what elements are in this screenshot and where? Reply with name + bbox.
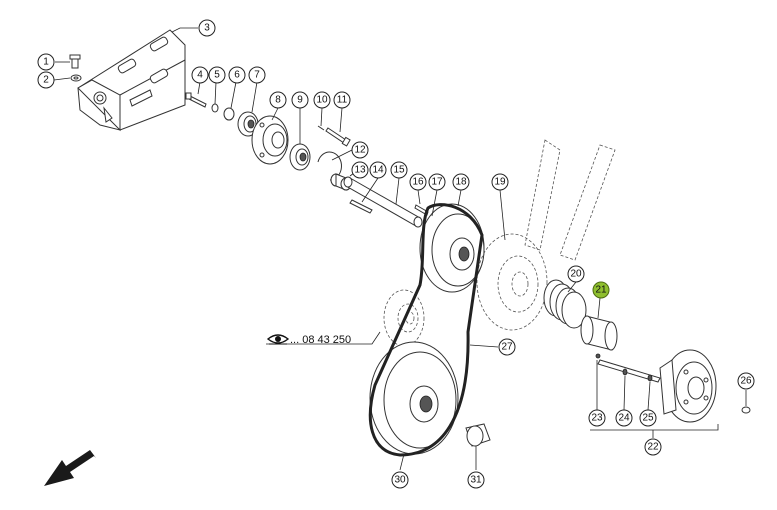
spring-part: [543, 279, 587, 329]
callout-21[interactable]: 21: [592, 281, 610, 299]
washer-part: [70, 74, 82, 82]
collar-part: [465, 423, 491, 447]
callout-27-label: 27: [501, 342, 513, 353]
callout-9[interactable]: 9: [291, 91, 309, 109]
callout-10-label: 10: [316, 95, 328, 106]
callout-31-label: 31: [470, 475, 482, 486]
callout-26[interactable]: 26: [737, 372, 755, 390]
key-part: [349, 199, 373, 214]
callout-2-label: 2: [43, 75, 49, 86]
callout-30-label: 30: [394, 475, 406, 486]
callout-7[interactable]: 7: [248, 66, 266, 84]
callout-26-label: 26: [740, 376, 752, 387]
sleeve-part: [580, 315, 618, 351]
callout-31[interactable]: 31: [467, 471, 485, 489]
callout-17-label: 17: [431, 177, 443, 188]
screw-part: [185, 92, 207, 108]
callout-4-label: 4: [197, 70, 203, 81]
callout-20-label: 20: [570, 269, 582, 280]
callout-2[interactable]: 2: [37, 71, 55, 89]
callout-8-label: 8: [275, 95, 281, 106]
bolt-part: [69, 54, 81, 69]
callout-30[interactable]: 30: [391, 471, 409, 489]
direction-arrow-icon: [44, 450, 96, 486]
callout-23[interactable]: 23: [588, 409, 606, 427]
callout-25[interactable]: 25: [639, 409, 657, 427]
callout-27[interactable]: 27: [498, 338, 516, 356]
callout-3[interactable]: 3: [198, 19, 216, 37]
callout-14[interactable]: 14: [369, 161, 387, 179]
reference-callout[interactable]: ... 08 43 250: [266, 334, 351, 346]
callout-5[interactable]: 5: [208, 66, 226, 84]
callout-18-label: 18: [455, 177, 467, 188]
shaft-part: [343, 176, 423, 228]
callout-18[interactable]: 18: [452, 173, 470, 191]
bracket-part: [77, 29, 186, 132]
washer-part: [211, 103, 219, 113]
flange-part: [251, 115, 289, 165]
callout-11[interactable]: 11: [333, 91, 351, 109]
callout-25-label: 25: [642, 413, 654, 424]
callout-22[interactable]: 22: [644, 438, 662, 456]
callout-13[interactable]: 13: [351, 161, 369, 179]
callout-19[interactable]: 19: [491, 173, 509, 191]
callout-15-label: 15: [393, 165, 405, 176]
callout-24[interactable]: 24: [615, 409, 633, 427]
callout-10[interactable]: 10: [313, 91, 331, 109]
callout-1-label: 1: [43, 57, 49, 68]
belt-part: [368, 203, 484, 457]
callout-14-label: 14: [372, 165, 384, 176]
o-ring-part: [741, 406, 751, 414]
callout-1[interactable]: 1: [37, 53, 55, 71]
callout-3-label: 3: [204, 23, 210, 34]
eye-icon: [266, 334, 290, 345]
callout-6-label: 6: [234, 70, 240, 81]
bolt-part: [325, 127, 351, 147]
callout-22-label: 22: [647, 442, 659, 453]
callout-12[interactable]: 12: [351, 141, 369, 159]
callout-11-label: 11: [337, 95, 348, 106]
lower-hub-part: [595, 349, 717, 423]
callout-4[interactable]: 4: [191, 66, 209, 84]
bearing-part: [237, 111, 259, 137]
callout-13-label: 13: [354, 165, 366, 176]
callout-23-label: 23: [591, 413, 603, 424]
nut-part: [223, 107, 235, 121]
callout-6[interactable]: 6: [228, 66, 246, 84]
bearing-part: [289, 143, 311, 171]
callout-15[interactable]: 15: [390, 161, 408, 179]
upper-pulley-part: [419, 203, 485, 293]
callout-16[interactable]: 16: [409, 173, 427, 191]
callout-12-label: 12: [354, 145, 366, 156]
pin-part: [317, 125, 325, 131]
callout-19-label: 19: [494, 177, 506, 188]
callout-17[interactable]: 17: [428, 173, 446, 191]
variator-disc-part: [476, 139, 616, 331]
callout-8[interactable]: 8: [269, 91, 287, 109]
callout-7-label: 7: [254, 70, 260, 81]
callout-5-label: 5: [214, 70, 220, 81]
callout-24-label: 24: [618, 413, 630, 424]
callout-16-label: 16: [412, 177, 424, 188]
reference-number: ... 08 43 250: [290, 334, 351, 346]
callout-21-label: 21: [595, 285, 607, 296]
lower-pulley-part: [369, 341, 459, 455]
callout-20[interactable]: 20: [567, 265, 585, 283]
callout-9-label: 9: [297, 95, 303, 106]
